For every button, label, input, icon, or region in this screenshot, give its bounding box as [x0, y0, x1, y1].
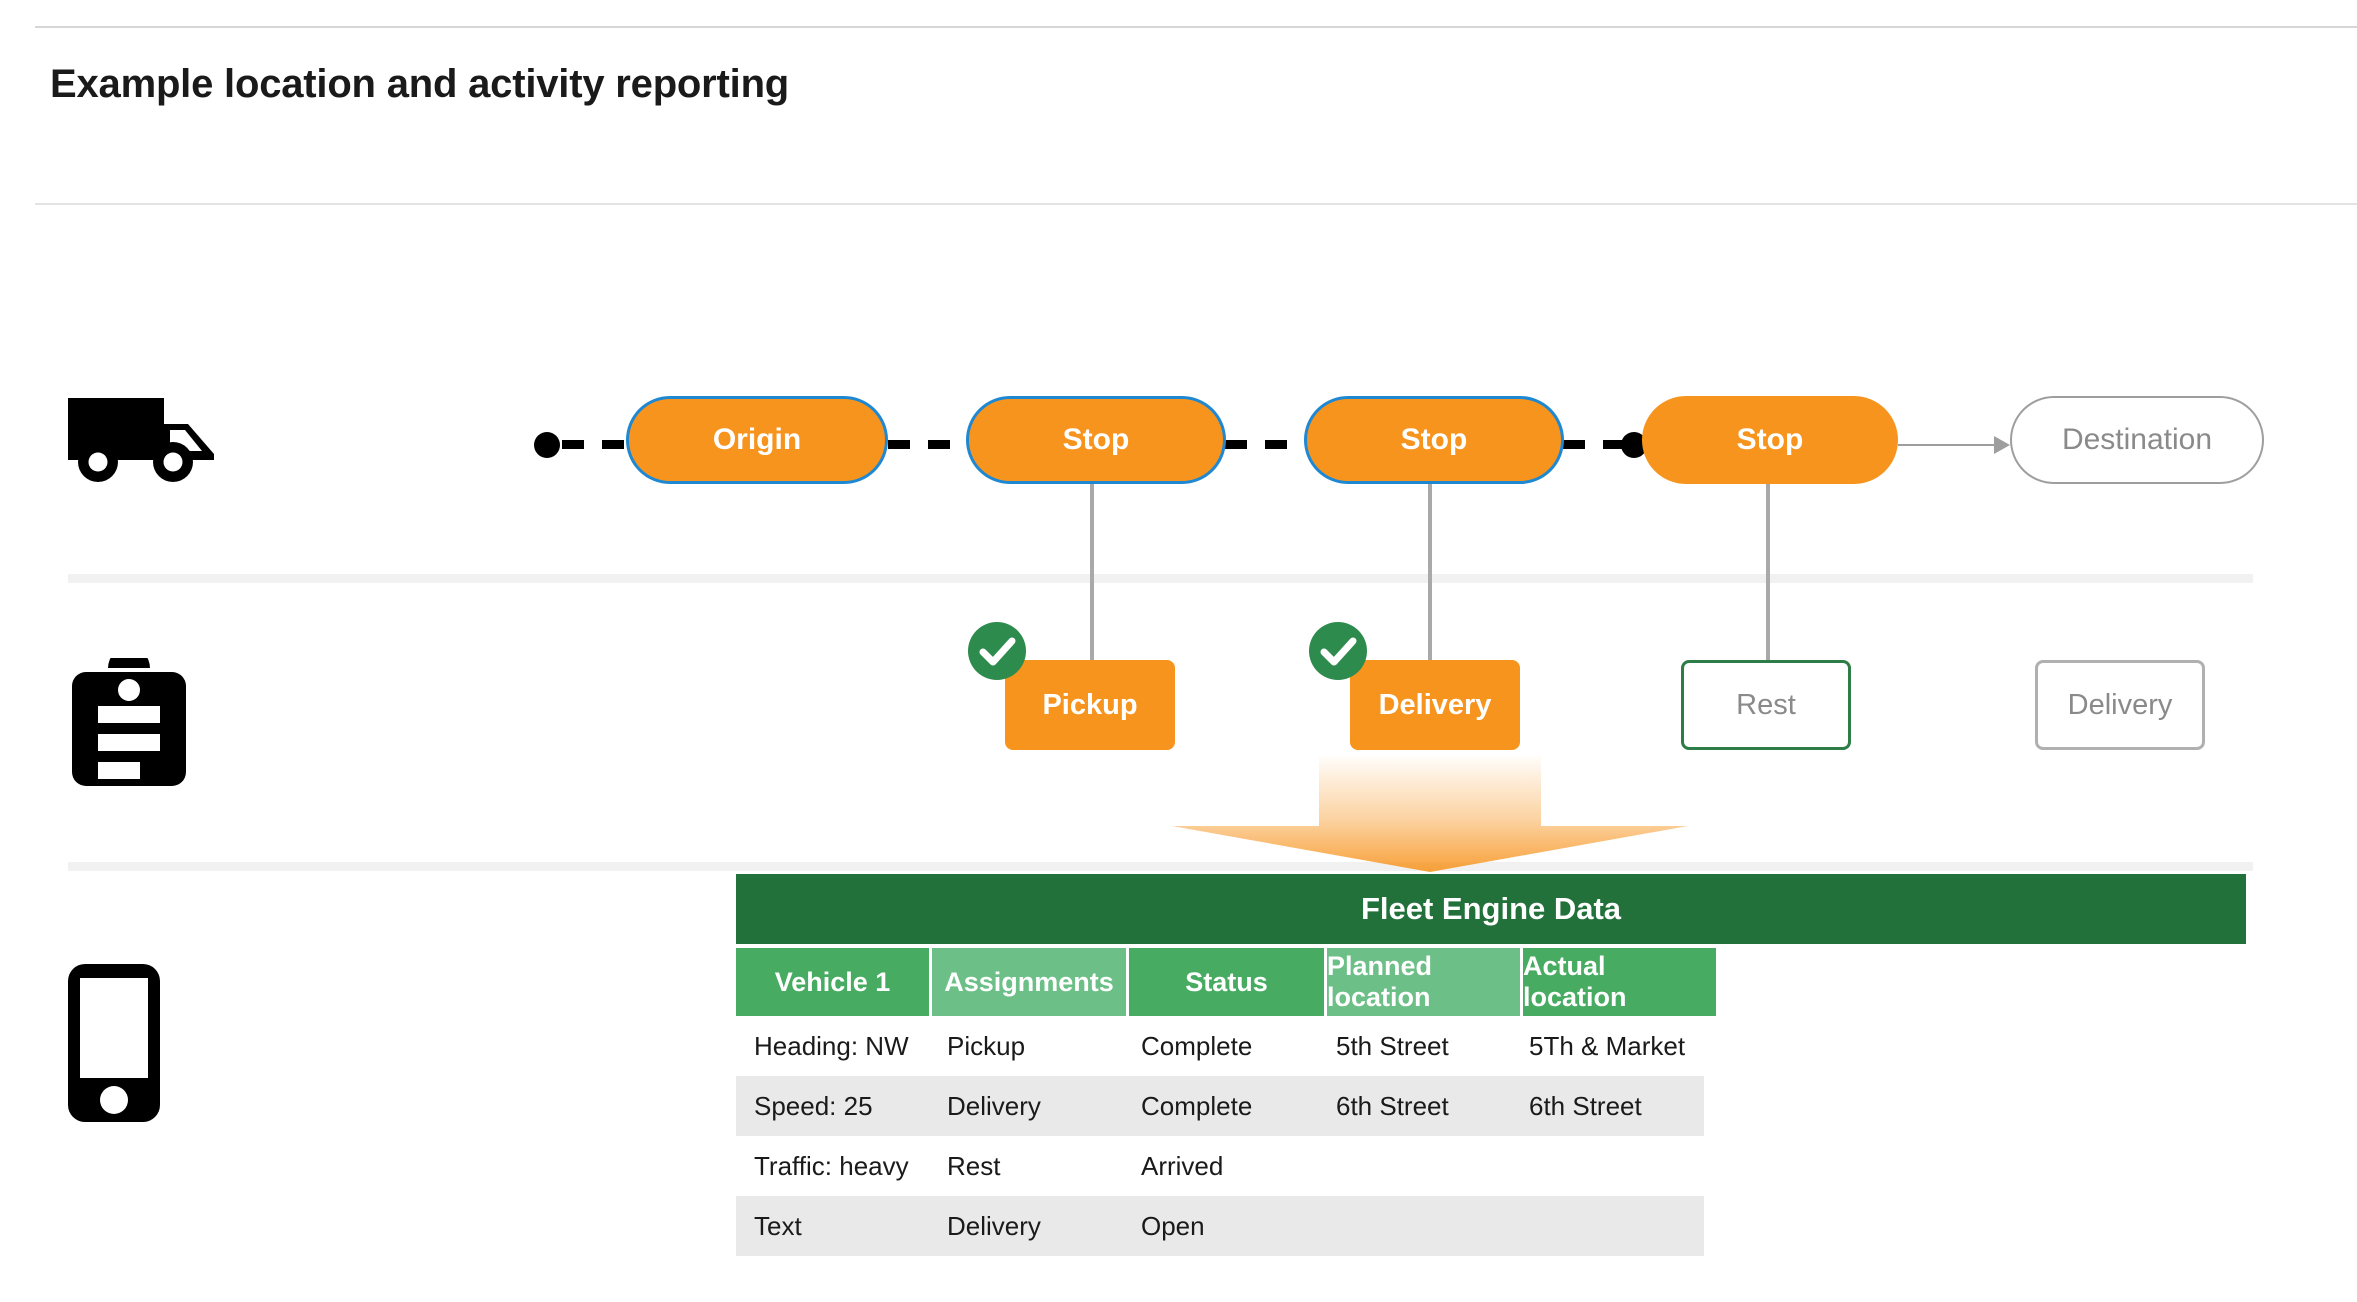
table-cell-vehicle: Traffic: heavy — [736, 1136, 929, 1196]
table-header-row: Vehicle 1 Assignments Status Planned loc… — [736, 948, 2246, 1016]
route-dash-2 — [1225, 440, 1305, 449]
activity-complete-check-icon-delivery — [1309, 622, 1367, 680]
activity-card-label: Pickup — [1042, 688, 1138, 721]
activity-card-delivery-complete[interactable]: Delivery — [1350, 660, 1520, 750]
fleet-engine-data-table: Fleet Engine Data Vehicle 1 Assignments … — [736, 874, 2246, 1256]
activity-card-rest[interactable]: Rest — [1681, 660, 1851, 750]
table-cell-status: Complete — [1123, 1076, 1318, 1136]
activity-complete-check-icon-pickup — [968, 622, 1026, 680]
route-node-stop-2[interactable]: Stop — [1304, 396, 1564, 484]
table-cell-assignment: Pickup — [929, 1016, 1123, 1076]
table-cell-status: Open — [1123, 1196, 1318, 1256]
table-cell-planned-location: 6th Street — [1318, 1076, 1511, 1136]
truck-icon — [68, 398, 220, 484]
table-header-status[interactable]: Status — [1129, 948, 1324, 1016]
table-cell-vehicle: Speed: 25 — [736, 1076, 929, 1136]
table-header-actual-location[interactable]: Actual location — [1523, 948, 1716, 1016]
clipboard-icon — [70, 647, 188, 788]
table-row: Traffic: heavy Rest Arrived — [736, 1136, 2246, 1196]
table-cell-vehicle: Text — [736, 1196, 929, 1256]
table-cell-status: Arrived — [1123, 1136, 1318, 1196]
route-node-stop-1[interactable]: Stop — [966, 396, 1226, 484]
table-cell-assignment: Rest — [929, 1136, 1123, 1196]
title-divider — [35, 203, 2357, 205]
destination-arrow-line — [1898, 444, 1998, 446]
route-node-label: Stop — [1062, 423, 1130, 456]
table-cell-actual-location — [1511, 1196, 1704, 1256]
activity-card-pickup[interactable]: Pickup — [1005, 660, 1175, 750]
table-cell-actual-location: 5Th & Market — [1511, 1016, 1704, 1076]
table-header-assignments[interactable]: Assignments — [932, 948, 1126, 1016]
route-node-label: Stop — [1736, 423, 1804, 456]
table-cell-assignment: Delivery — [929, 1196, 1123, 1256]
table-cell-status: Complete — [1123, 1016, 1318, 1076]
table-title: Fleet Engine Data — [736, 874, 2246, 944]
destination-arrow-head — [1994, 436, 2010, 454]
data-flow-arrow-icon — [1172, 756, 1688, 872]
table-cell-vehicle: Heading: NW — [736, 1016, 929, 1076]
route-dash-start — [562, 440, 630, 449]
table-cell-planned-location — [1318, 1196, 1511, 1256]
table-header-planned-location[interactable]: Planned location — [1327, 948, 1520, 1016]
drop-line-pickup — [1090, 484, 1094, 660]
route-node-stop-3[interactable]: Stop — [1642, 396, 1898, 484]
page-title: Example location and activity reporting — [50, 62, 790, 106]
drop-line-delivery — [1428, 484, 1432, 660]
activity-card-label: Rest — [1736, 688, 1796, 721]
route-node-label: Stop — [1400, 423, 1468, 456]
drop-line-rest — [1766, 484, 1770, 660]
activity-card-label: Delivery — [2067, 688, 2173, 721]
route-dash-3 — [1563, 440, 1631, 449]
route-node-label: Destination — [2061, 423, 2213, 456]
table-cell-actual-location — [1511, 1136, 1704, 1196]
table-cell-planned-location — [1318, 1136, 1511, 1196]
lane-divider-activity-device — [68, 862, 2253, 871]
table-row: Speed: 25 Delivery Complete 6th Street 6… — [736, 1076, 2246, 1136]
top-divider — [35, 26, 2357, 28]
table-row: Text Delivery Open — [736, 1196, 2246, 1256]
route-node-destination[interactable]: Destination — [2010, 396, 2264, 484]
table-header-vehicle[interactable]: Vehicle 1 — [736, 948, 929, 1016]
mobile-phone-icon — [66, 962, 162, 1124]
route-dash-1 — [888, 440, 966, 449]
table-cell-planned-location: 5th Street — [1318, 1016, 1511, 1076]
table-cell-actual-location: 6th Street — [1511, 1076, 1704, 1136]
table-cell-assignment: Delivery — [929, 1076, 1123, 1136]
activity-card-label: Delivery — [1378, 688, 1492, 721]
route-node-label: Origin — [712, 423, 802, 456]
lane-divider-vehicle-activity — [68, 574, 2253, 583]
table-row: Heading: NW Pickup Complete 5th Street 5… — [736, 1016, 2246, 1076]
route-start-dot — [534, 432, 560, 458]
route-node-origin[interactable]: Origin — [626, 396, 888, 484]
activity-card-delivery-open[interactable]: Delivery — [2035, 660, 2205, 750]
